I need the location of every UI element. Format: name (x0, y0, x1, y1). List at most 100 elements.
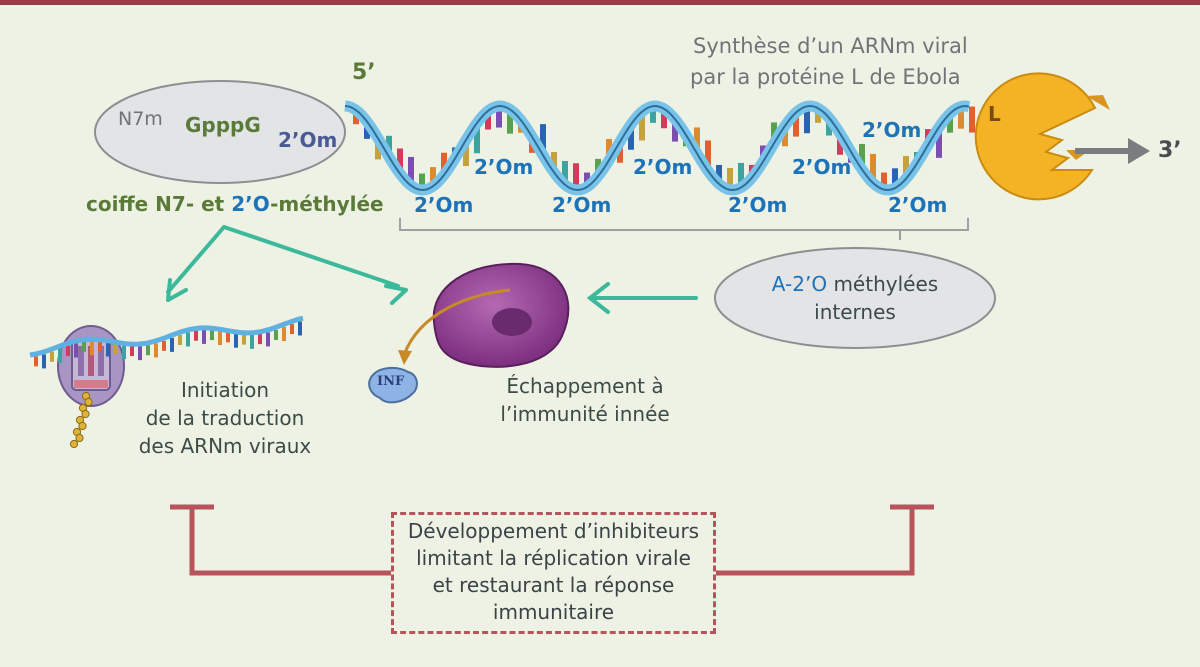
mrna-base (58, 348, 62, 363)
mrna-base (34, 356, 38, 367)
nucleotide-base (507, 107, 513, 134)
cap-caption-part1: coiffe N7- et (86, 192, 232, 216)
mrna-base (170, 337, 174, 352)
nucleotide-base (881, 172, 887, 189)
nucleotide-base (419, 173, 425, 190)
top-bar (0, 0, 1200, 5)
translated-mrna (29, 315, 304, 369)
mrna-base (226, 332, 230, 343)
nucleotide-base (386, 135, 392, 152)
escape-line: l’immunité innée (500, 402, 670, 426)
nucleotide-base (397, 148, 403, 170)
mrna-base (50, 351, 54, 362)
nucleotide-base (859, 143, 865, 165)
nucleotide-base (485, 113, 491, 130)
internal-methylation-text: A-2’O méthylées internes (770, 270, 940, 326)
mrna-base (162, 340, 166, 351)
nucleotide-base (694, 127, 700, 149)
rna-backbone-edge (344, 104, 970, 192)
nucleotide-base (628, 128, 634, 150)
nucleotide-base (617, 146, 623, 163)
nucleotide-base (639, 114, 645, 141)
mrna-base (298, 321, 302, 336)
nucleotide-base (716, 164, 722, 181)
inf-icon (368, 366, 418, 404)
protein-l-label: L (988, 102, 1001, 126)
mrna-base (274, 329, 278, 340)
methyl-label: 2’Om (474, 155, 534, 179)
nucleotide-base (782, 130, 788, 147)
five-prime-label: 5’ (352, 60, 376, 85)
methyl-label: 2’Om (633, 155, 693, 179)
internal-suffix: méthylées (827, 272, 939, 296)
nucleotide-base (650, 106, 656, 123)
mrna-base (282, 327, 286, 342)
mrna-base (218, 331, 222, 346)
amino-acid (78, 421, 87, 431)
methyl-label: 2’Om (862, 118, 922, 142)
cap-gpppg: GpppG (185, 113, 261, 137)
mrna-base (258, 334, 262, 345)
diagram-title-line2: par la protéine L de Ebola (690, 65, 961, 89)
nucleotide-base (738, 162, 744, 189)
mrna-base (194, 330, 198, 341)
nucleotide-base (463, 145, 469, 167)
three-prime-label: 3’ (1158, 138, 1182, 163)
amino-acid (81, 409, 90, 419)
mrna-base (242, 334, 246, 345)
nucleotide-base (870, 153, 876, 180)
mrna-base (42, 354, 46, 369)
mrna-base (146, 345, 150, 356)
mrna-base (74, 343, 78, 358)
nucleotide-base (562, 160, 568, 182)
nucleotide-base (672, 115, 678, 142)
peptide-chain (69, 391, 93, 449)
cap-effects-arrows (166, 225, 408, 305)
inhibitor-brackets (170, 504, 934, 576)
amino-acid (75, 433, 84, 443)
internal-methylation-ellipse (714, 247, 996, 349)
inhibitor-development-box: Développement d’inhibiteurs limitant la … (391, 512, 716, 634)
mrna-base (266, 332, 270, 347)
immune-cell-icon (398, 262, 570, 368)
inhibitor-line: Développement d’inhibiteurs (407, 519, 700, 543)
internal-prefix: A-2’O (771, 272, 828, 296)
mrna-base (98, 341, 102, 352)
mrna-base (130, 346, 134, 357)
protein-l-icon (974, 72, 1110, 201)
mrna-base (290, 324, 294, 335)
amino-acid (69, 439, 79, 449)
methyl-label: 2’Om (414, 193, 474, 217)
nucleotide-base (430, 167, 436, 189)
nucleotide-base (408, 156, 414, 183)
nucleotide-base (892, 168, 898, 190)
nucleotide-base (903, 155, 909, 182)
cap-caption-part3: -méthylée (270, 192, 384, 216)
nucleotide-base (793, 115, 799, 137)
methylation-bracket (399, 218, 969, 240)
internal-line2: internes (814, 300, 896, 324)
mrna-base (186, 332, 190, 347)
nucleotide-base (551, 152, 557, 169)
nucleotide-base (815, 106, 821, 123)
methyl-label: 2’Om (888, 193, 948, 217)
translation-line: de la traduction (145, 406, 305, 430)
methyl-label: 2’Om (552, 193, 612, 217)
internal-to-cell-arrow (586, 282, 698, 314)
mrna-base (90, 341, 94, 356)
inhibitor-line: et restaurant la réponse (432, 573, 675, 597)
translation-label: Initiation de la traduction des ARNm vir… (125, 376, 325, 460)
mrna-base (154, 343, 158, 358)
mrna-base (250, 334, 254, 349)
rna-helix (344, 100, 975, 196)
nucleotide-base (727, 167, 733, 189)
inf-label: INF (377, 374, 405, 389)
nucleotide-base (705, 140, 711, 167)
nucleotide-base (540, 124, 546, 151)
escape-line: Échappement à (506, 374, 664, 398)
nucleotide-base (661, 107, 667, 129)
mrna-base (234, 333, 238, 348)
cap-caption: coiffe N7- et 2’O-méthylée (86, 192, 384, 216)
mrna-base (210, 330, 214, 341)
translation-line: Initiation (180, 378, 270, 402)
